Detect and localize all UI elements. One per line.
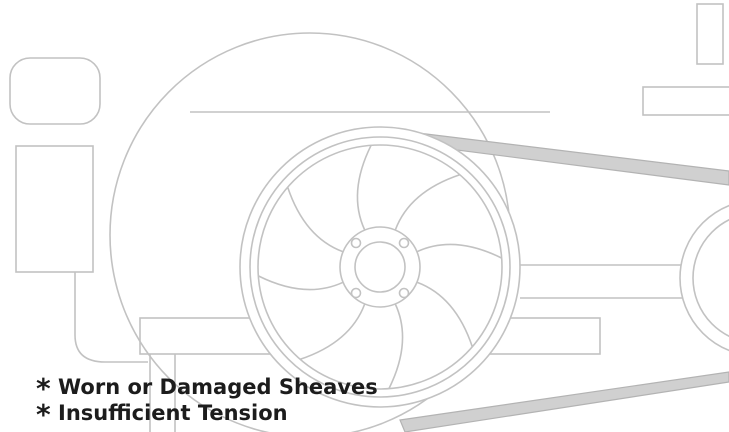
side-block xyxy=(15,145,94,273)
hub-bolt xyxy=(398,287,410,299)
asterisk-icon: * xyxy=(36,398,51,431)
callout-list: * Worn or Damaged Sheaves * Insufficient… xyxy=(36,372,378,431)
sheave-hub-ring xyxy=(339,226,421,308)
asterisk-icon: * xyxy=(36,372,51,405)
frame-post xyxy=(696,3,724,65)
sheave-spoke xyxy=(388,303,404,390)
callout-item: * Worn or Damaged Sheaves xyxy=(36,372,378,405)
sheave-rim-inner xyxy=(257,144,503,390)
callout-item: * Insufficient Tension xyxy=(36,398,378,431)
sheave-spoke xyxy=(416,281,474,348)
sheave-spoke xyxy=(356,144,372,231)
sheave-spoke xyxy=(257,275,344,291)
sheave-spokes xyxy=(257,144,503,390)
sheave-spoke xyxy=(286,186,344,253)
hub-bolt xyxy=(398,237,410,249)
driven-pulley-outer xyxy=(679,204,729,352)
callout-text: Worn or Damaged Sheaves xyxy=(58,375,378,399)
sheave-spoke xyxy=(416,243,503,259)
hub-bolt xyxy=(350,287,362,299)
driven-pulley-inner xyxy=(692,218,729,338)
sheave-hub-bore xyxy=(354,241,406,293)
frame-bar xyxy=(642,86,729,116)
callout-text: Insufficient Tension xyxy=(58,401,288,425)
hub-bolt xyxy=(350,237,362,249)
sheave-rim-mid xyxy=(249,136,511,398)
housing-bracket xyxy=(74,272,148,363)
rounded-housing xyxy=(9,57,101,125)
sheave-spoke xyxy=(299,303,366,361)
belt-lower-span xyxy=(399,371,729,432)
drive-sheave xyxy=(239,126,521,408)
sheave-spoke xyxy=(394,173,461,231)
